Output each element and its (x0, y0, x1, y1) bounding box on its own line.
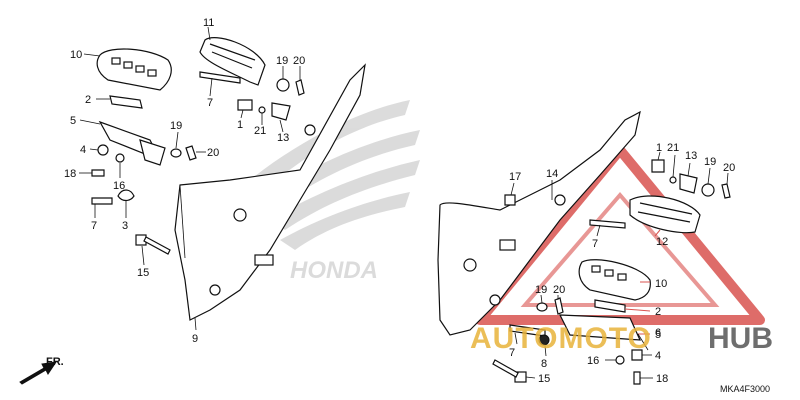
bolt-17 (504, 194, 516, 206)
label-16-right: 16 (587, 355, 599, 367)
clip-16-left (115, 153, 125, 163)
pin-20-left (185, 145, 197, 161)
label-21-right: 21 (667, 142, 679, 154)
washer-19-upper-left (276, 78, 290, 92)
passenger-footpeg-left (199, 37, 266, 86)
washer-19-right (536, 302, 548, 312)
collar-left (97, 144, 109, 156)
label-9: 9 (192, 333, 198, 345)
bolt-18-left (91, 169, 105, 177)
label-21: 21 (254, 125, 266, 137)
label-12: 12 (656, 236, 668, 248)
watermark-hub: HUB (708, 322, 773, 355)
label-7-upper: 7 (207, 97, 213, 109)
label-7-right: 7 (509, 347, 515, 359)
label-18-right: 18 (656, 373, 668, 385)
label-19: 19 (170, 120, 182, 132)
label-10-right: 10 (655, 278, 667, 290)
label-3: 3 (122, 220, 128, 232)
label-19-right: 19 (535, 284, 547, 296)
spring-1-right (651, 159, 665, 173)
label-19-upper: 19 (276, 55, 288, 67)
pin-20-right (554, 297, 564, 315)
label-4: 4 (80, 144, 86, 156)
detent-13-right (679, 173, 698, 194)
label-11: 11 (203, 17, 214, 29)
label-1-right: 1 (656, 142, 662, 154)
bolt-18-right (633, 371, 641, 385)
label-10: 10 (70, 49, 82, 61)
label-15: 15 (137, 267, 149, 279)
pin-7-upper-right (589, 219, 626, 229)
label-20: 20 (207, 147, 219, 159)
label-19-upper-right: 19 (704, 156, 716, 168)
bolt-15-right (492, 359, 527, 383)
footpeg-right (559, 314, 641, 341)
spring-8 (538, 334, 550, 346)
label-13-right: 13 (685, 150, 697, 162)
diagram-code: MKA4F3000 (720, 384, 770, 394)
label-15-right: 15 (538, 373, 550, 385)
label-6-visible: 6 (655, 327, 661, 339)
label-20-right: 20 (553, 284, 565, 296)
leader-lines-right (510, 151, 729, 379)
pin-7-upper-left (199, 71, 241, 84)
label-4-right: 4 (655, 350, 661, 362)
ball-21-left (258, 106, 266, 114)
step-bracket-right (437, 110, 641, 336)
label-20-upper: 20 (293, 55, 305, 67)
pin-20-upper-right (721, 183, 731, 199)
labels-right: 17 14 1 21 13 19 20 7 12 10 19 20 2 5 7 … (509, 142, 735, 385)
washer-19-left (170, 148, 182, 158)
label-8: 8 (541, 358, 547, 370)
fr-label: FR. (46, 356, 64, 368)
detent-13-left (271, 102, 291, 121)
watermark-automoto: AUTOMOTO (470, 322, 652, 355)
plate-left (109, 95, 143, 109)
plate-right (594, 299, 626, 313)
footpeg-rubber-left (96, 48, 172, 91)
label-5-right: 5 (655, 329, 661, 341)
labels-left: 10 2 5 4 18 16 7 3 15 9 19 20 11 7 1 21 … (64, 17, 305, 345)
label-14: 14 (546, 168, 558, 180)
clip-16-right (615, 355, 625, 365)
site-watermark: AUTOMOTO HUB (470, 322, 773, 355)
label-2-right: 2 (655, 306, 661, 318)
honda-wing-watermark: HONDA (250, 100, 420, 284)
bolt-15-left (135, 234, 171, 255)
front-direction-arrow: FR. (19, 356, 64, 385)
leader-lines-left (79, 26, 301, 331)
footpeg-rubber-right (578, 259, 651, 301)
spring-1-left (237, 99, 253, 111)
pin-7-left (91, 197, 113, 205)
label-16: 16 (113, 180, 125, 192)
label-7-upper-right: 7 (592, 238, 598, 250)
label-7: 7 (91, 220, 97, 232)
pin-20-upper-left (295, 79, 305, 96)
label-13: 13 (277, 132, 289, 144)
washer-19-upper-right (701, 183, 715, 197)
footpeg-left (98, 120, 166, 166)
honda-watermark-text: HONDA (290, 257, 378, 284)
label-2: 2 (85, 94, 91, 106)
collar-right (631, 349, 643, 361)
label-18: 18 (64, 168, 76, 180)
label-17: 17 (509, 171, 521, 183)
label-5: 5 (70, 115, 76, 127)
ball-21-right (669, 176, 677, 184)
passenger-footpeg-right (629, 195, 701, 234)
spring-3-left (117, 189, 135, 202)
label-20-upper-right: 20 (723, 162, 735, 174)
label-1: 1 (237, 119, 243, 131)
step-bracket-left (174, 63, 366, 321)
